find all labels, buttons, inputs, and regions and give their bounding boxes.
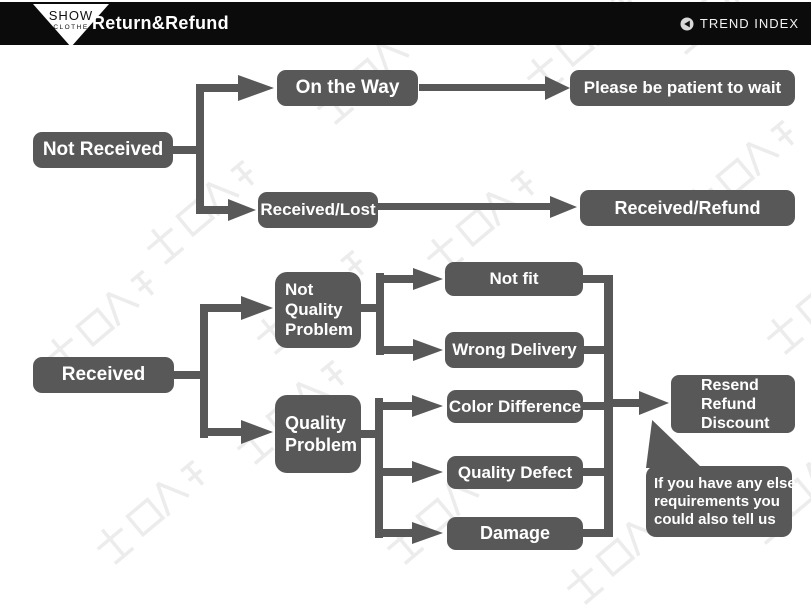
connector-to-damage (375, 529, 413, 537)
node-please-be-patient: Please be patient to wait (570, 70, 795, 106)
arrowhead-to-patient (545, 76, 570, 100)
connector-to-qualitydefect (375, 468, 413, 476)
connector-to-outcome (613, 399, 641, 407)
connector-notquality-stub (360, 304, 384, 312)
connector-notquality-vertical (376, 273, 384, 355)
not-quality-line1: Not (285, 280, 314, 299)
arrowhead-to-qualitydefect (412, 461, 443, 483)
collector-stub-notfit (583, 275, 611, 283)
connector-to-ontheway (196, 84, 240, 92)
arrowhead-to-damage (412, 522, 443, 544)
arrowhead-to-ontheway (238, 75, 274, 101)
connector-quality-stub (351, 430, 381, 438)
node-not-quality-problem: Not Quality Problem (275, 272, 361, 348)
page-title: Return&Refund (92, 13, 229, 33)
node-not-fit: Not fit (445, 262, 583, 296)
collector-stub-damage (583, 529, 611, 537)
not-quality-line3: Problem (285, 320, 354, 339)
node-received-lost: Received/Lost (258, 192, 378, 228)
quality-line1: Quality (285, 413, 347, 433)
connector-to-wrongdelivery (376, 346, 414, 354)
node-not-received: Not Received (33, 132, 173, 168)
outcome-line3: Discount (701, 414, 770, 432)
trend-index-label: TREND INDEX (699, 16, 799, 31)
note-line1: If you have any else (654, 474, 796, 492)
connector-to-notfit (376, 275, 414, 283)
node-damage: Damage (447, 517, 583, 550)
connector-ontheway-patient (419, 84, 546, 91)
node-color-difference: Color Difference (447, 390, 583, 423)
header-bar (0, 2, 811, 45)
arrowhead-to-quality (241, 420, 273, 444)
collector-stub-qualitydefect (583, 468, 611, 476)
connector-received-vertical (200, 304, 208, 438)
logo-text-clothe: CLOTHE (53, 24, 88, 31)
node-resend-refund-discount: Resend Refund Discount (671, 375, 795, 433)
not-quality-line2: Quality (285, 300, 343, 319)
arrowhead-to-receivedlost (228, 199, 256, 221)
show-clothe-logo: SHOW CLOTHE (33, 4, 109, 47)
node-received-refund: Received/Refund (580, 190, 795, 226)
node-quality-defect: Quality Defect (447, 456, 583, 489)
connector-to-colordifference (375, 402, 413, 410)
collector-stub-wrongdelivery (584, 346, 611, 354)
note-line2: requirements you (654, 492, 780, 510)
arrowhead-to-wrongdelivery (413, 339, 443, 361)
outcome-line2: Refund (701, 395, 757, 413)
node-on-the-way: On the Way (277, 70, 418, 106)
speech-bubble-note: If you have any else requirements you co… (646, 466, 796, 537)
arrowhead-to-outcome (639, 391, 669, 415)
node-wrong-delivery: Wrong Delivery (445, 332, 584, 368)
node-received: Received (33, 357, 174, 393)
connector-received-stub (173, 371, 203, 379)
arrowhead-to-notfit (413, 268, 443, 290)
connector-to-notquality (200, 304, 242, 312)
outcome-line1: Resend (701, 376, 759, 394)
connector-lost-refund (378, 203, 550, 210)
connector-to-quality (200, 428, 242, 436)
trend-index: TREND INDEX (680, 2, 799, 45)
connector-notreceived-stub (172, 146, 202, 154)
node-quality-problem: Quality Problem (275, 395, 361, 473)
collector-stub-colordifference (583, 402, 611, 410)
arrowhead-to-notquality (241, 296, 273, 320)
left-arrow-circle-icon (680, 17, 694, 30)
arrowhead-to-colordifference (412, 395, 443, 417)
connector-notreceived-vertical (196, 84, 204, 214)
collector-vertical (604, 275, 613, 537)
arrowhead-to-receivedrefund (550, 196, 577, 218)
quality-line2: Problem (285, 435, 358, 455)
logo-text-show: SHOW (49, 8, 93, 23)
note-line3: could also tell us (654, 510, 776, 528)
connector-to-receivedlost (196, 206, 230, 214)
